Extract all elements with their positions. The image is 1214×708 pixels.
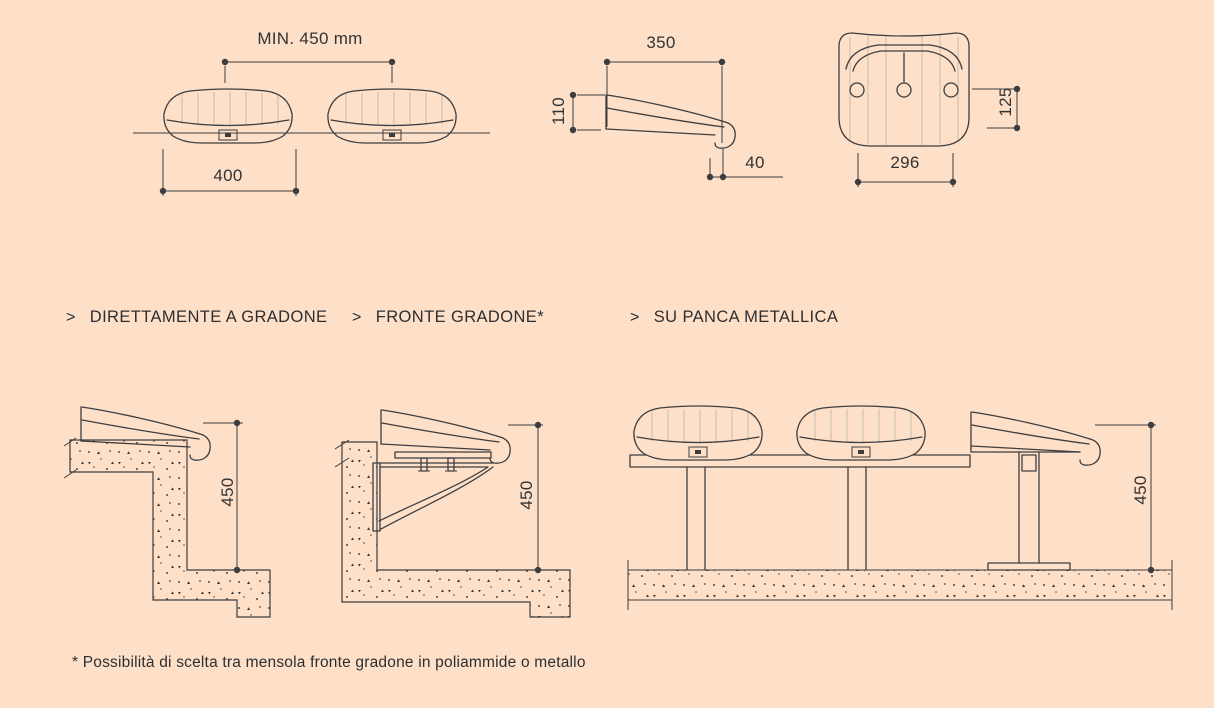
- dim-line-450: [1095, 421, 1156, 574]
- section-label-panca-metallica: > SU PANCA METALLICA: [630, 308, 838, 327]
- section-label-text: SU PANCA METALLICA: [653, 308, 839, 326]
- bench-leg-right: [844, 467, 870, 570]
- dim-text-depth: 350: [646, 33, 676, 52]
- dim-line-hole-offset: [972, 85, 1021, 132]
- concrete-step-section: [70, 440, 270, 617]
- seat-front-right: [797, 406, 925, 460]
- seat-plan-left: [164, 89, 292, 143]
- dim-text-450-fronte: 450: [517, 480, 536, 510]
- footnote-text: * Possibilità di scelta tra mensola fron…: [72, 654, 586, 671]
- section-label-fronte-gradone: > FRONTE GRADONE*: [352, 308, 544, 327]
- mount-hole-left: [850, 83, 864, 97]
- dim-text-height: 110: [549, 97, 568, 126]
- dim-line-450: [203, 419, 243, 574]
- mounting-bracket: [373, 452, 493, 531]
- gradone-front-drawing: [325, 393, 605, 640]
- dim-line-450: [508, 421, 543, 574]
- dim-text-450-panca: 450: [1131, 475, 1150, 505]
- pedestal-column: [1019, 452, 1039, 563]
- dim-text-hole-offset: 125: [996, 87, 1015, 117]
- seat-label-plate-icon: [383, 130, 401, 140]
- mount-hole-center: [897, 83, 911, 97]
- pedestal-base-plate: [988, 563, 1070, 570]
- bench-beam: [630, 455, 970, 467]
- front-view-drawing: [820, 15, 1021, 210]
- seat-side-profile: [606, 95, 735, 148]
- seat-label-plate-icon: [219, 130, 237, 140]
- metal-bench-drawing: [620, 398, 1195, 650]
- plan-view-drawing: [130, 58, 510, 210]
- dim-line-min-spacing: [221, 58, 396, 83]
- seat-side-profile: [381, 410, 510, 463]
- gradone-direct-drawing: [55, 395, 305, 635]
- section-label-gradone: > DIRETTAMENTE A GRADONE: [66, 308, 327, 327]
- break-ticks: [335, 440, 349, 467]
- break-ticks: [64, 438, 76, 478]
- dim-text-lip: 40: [745, 153, 765, 172]
- chevron-marker-icon: >: [352, 308, 362, 326]
- mount-hole-right: [944, 83, 958, 97]
- section-label-text: DIRETTAMENTE A GRADONE: [89, 308, 328, 326]
- dim-line-lip: [706, 149, 783, 181]
- dim-line-front-width: [854, 153, 957, 187]
- dim-text-450-gradone: 450: [218, 477, 237, 507]
- floor-slab: [628, 560, 1172, 610]
- chevron-marker-icon: >: [630, 308, 640, 326]
- seat-front-outline: [839, 33, 969, 146]
- seat-side-profile: [81, 407, 210, 460]
- pedestal-connector: [1022, 455, 1036, 471]
- dim-line-height: [569, 91, 605, 134]
- chevron-marker-icon: >: [66, 308, 76, 326]
- seat-label-plate-icon: [689, 447, 707, 457]
- dim-text-min-spacing: MIN. 450 mm: [257, 29, 363, 48]
- dim-line-depth: [603, 58, 726, 143]
- dim-line-seat-width: [159, 149, 300, 196]
- side-view-drawing: [569, 58, 795, 181]
- seat-label-plate-icon: [852, 447, 870, 457]
- section-label-text: FRONTE GRADONE*: [375, 308, 545, 326]
- dim-text-front-width: 296: [890, 153, 920, 172]
- seat-front-left: [634, 406, 762, 460]
- dim-text-seat-width: 400: [213, 166, 243, 185]
- bench-leg-left: [683, 467, 709, 570]
- concrete-wall-floor-section: [342, 442, 570, 617]
- seat-side-on-pedestal: [971, 412, 1100, 570]
- seat-plan-right: [328, 89, 456, 143]
